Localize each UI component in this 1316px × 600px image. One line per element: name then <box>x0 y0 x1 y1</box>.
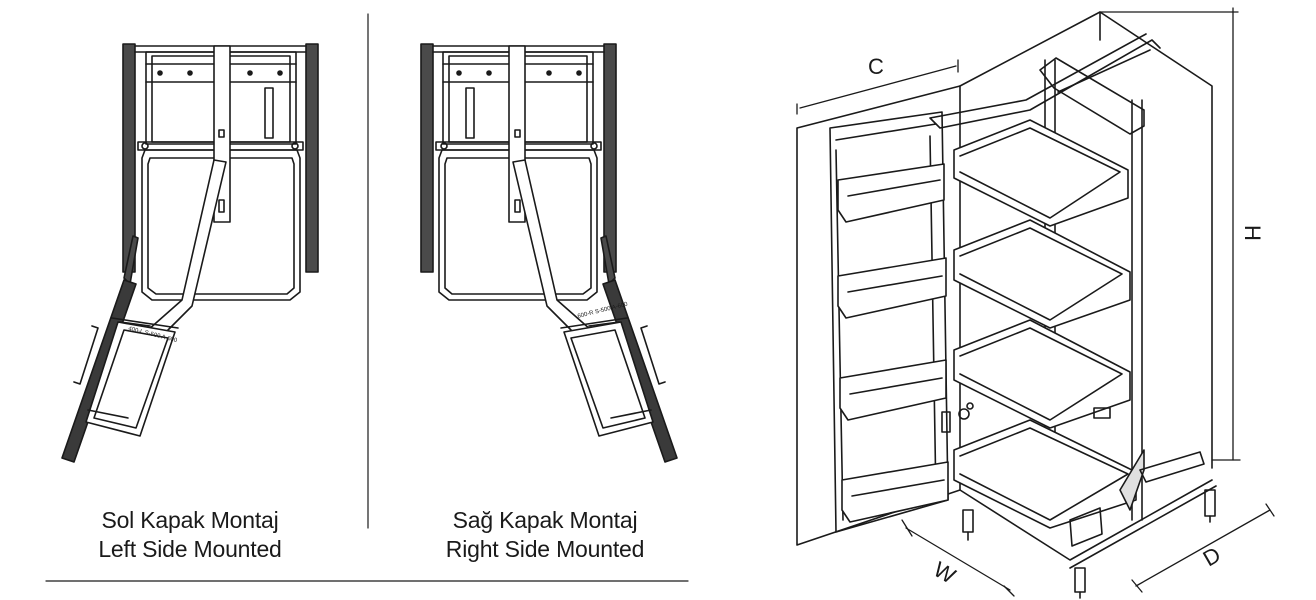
dimension-label-c: C <box>868 54 884 79</box>
door-shelves <box>837 163 949 523</box>
caption-left-mounted: Sol Kapak Montaj Left Side Mounted <box>55 506 325 564</box>
caption-right-line2: Right Side Mounted <box>445 536 645 562</box>
dimension-lines <box>796 7 1275 597</box>
caption-right-line1: Sağ Kapak Montaj <box>452 507 638 533</box>
caption-left-line1: Sol Kapak Montaj <box>101 507 279 533</box>
caption-left-line2: Left Side Mounted <box>98 536 282 562</box>
cabinet-wall-right <box>305 43 319 273</box>
legs <box>962 489 1216 599</box>
dimension-label-h: H <box>1239 225 1265 241</box>
right-mounted-top-view <box>420 43 678 463</box>
caption-right-mounted: Sağ Kapak Montaj Right Side Mounted <box>410 506 680 564</box>
main-shelves <box>953 119 1137 529</box>
isometric-pantry-view <box>796 7 1275 599</box>
left-mounted-top-view: 400-L S-500 A-600 <box>61 43 319 463</box>
